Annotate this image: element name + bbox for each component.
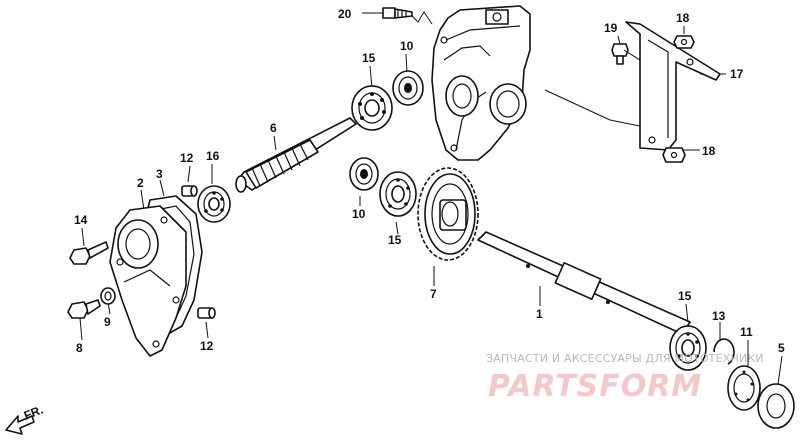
bolt-14 [69, 241, 109, 265]
callout-18-top: 18 [676, 11, 690, 25]
callout-numbers: 20 15 10 19 18 17 18 6 12 16 3 2 14 10 1… [74, 7, 785, 355]
callout-15-middle: 15 [388, 233, 402, 247]
arrow-icon [5, 415, 35, 435]
circlip [713, 338, 735, 365]
dowel-pin-upper [181, 185, 198, 197]
worm-shaft [235, 117, 357, 193]
callout-5: 5 [778, 341, 785, 355]
callout-17: 17 [730, 67, 744, 81]
oil-seal-top [392, 70, 424, 106]
flange-bolt [382, 7, 413, 19]
bearing-middle [379, 171, 417, 217]
bracket-link [623, 49, 641, 61]
output-shaft [477, 231, 691, 335]
callout-11: 11 [740, 325, 753, 339]
gear-case-cover [109, 205, 187, 357]
callout-9: 9 [104, 315, 111, 329]
dust-seal [727, 365, 761, 411]
callout-18-bottom: 18 [702, 144, 716, 158]
bracket [625, 21, 721, 151]
callout-7: 7 [430, 287, 437, 301]
nut-bottom [662, 147, 686, 163]
oil-seal-middle [349, 157, 379, 191]
front-direction-arrow: FR. [5, 403, 45, 435]
bearing-16 [197, 185, 231, 223]
callout-13: 13 [712, 309, 726, 323]
direction-label: FR. [22, 403, 45, 423]
callout-8: 8 [76, 341, 83, 355]
callout-15-bottom: 15 [678, 289, 692, 303]
callout-14: 14 [74, 213, 88, 227]
nut-top [673, 35, 695, 49]
watermark-caption: ЗАПЧАСТИ И АКСЕССУАРЫ ДЛЯ МОТОТЕХНИКИ [486, 352, 764, 365]
bolt-8 [67, 299, 101, 319]
thrust-washer [757, 383, 795, 429]
callout-20: 20 [338, 7, 352, 21]
bolt-small [611, 43, 629, 65]
callout-1: 1 [536, 307, 543, 321]
bearing-top [351, 85, 393, 131]
watermark: ЗАПЧАСТИ И АКСЕССУАРЫ ДЛЯ МОТОТЕХНИКИ PA… [486, 352, 764, 404]
washer-9 [100, 287, 116, 305]
callout-12-top: 12 [180, 151, 194, 165]
gear-case-housing [431, 5, 531, 161]
callout-10-top: 10 [400, 39, 414, 53]
callout-15-top: 15 [362, 51, 376, 65]
callout-19: 19 [604, 21, 618, 35]
driven-gear [417, 167, 479, 261]
callout-3: 3 [156, 167, 163, 181]
callout-12-bottom: 12 [200, 339, 214, 353]
callout-10-middle: 10 [352, 207, 366, 221]
callout-2: 2 [137, 176, 144, 190]
watermark-logo: PARTSFORM [488, 369, 702, 404]
callout-16: 16 [206, 149, 220, 163]
dowel-pin-lower [197, 307, 216, 319]
bearing-bottom [669, 325, 707, 371]
callout-6: 6 [270, 121, 277, 135]
